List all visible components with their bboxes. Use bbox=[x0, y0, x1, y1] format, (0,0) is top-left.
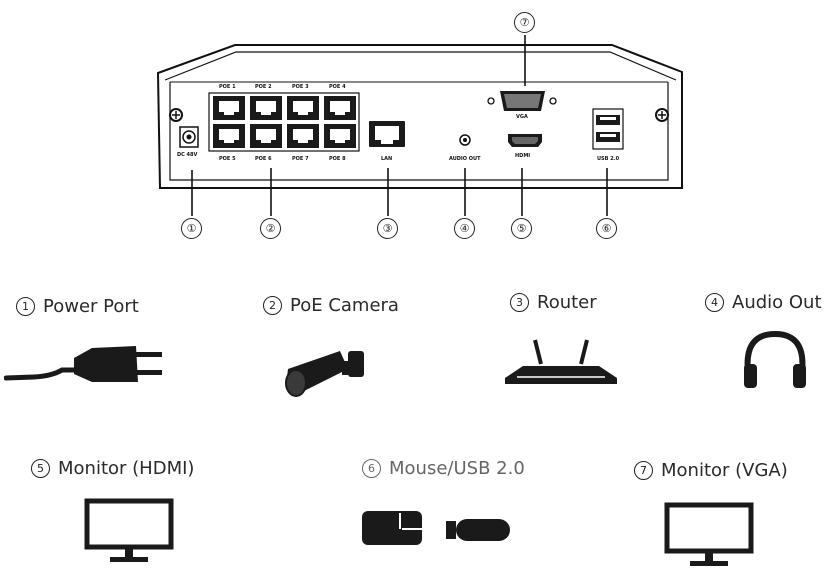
legend-label: Monitor (VGA) bbox=[661, 460, 788, 481]
legend-mouse-usb: 6 Mouse/USB 2.0 bbox=[362, 458, 525, 479]
legend-monitor-hdmi: 5 Monitor (HDMI) bbox=[31, 458, 194, 479]
usb-mouse-drive-icon bbox=[362, 511, 510, 545]
audio-out-label: AUDIO OUT bbox=[449, 156, 481, 162]
legend-number: 5 bbox=[31, 459, 50, 478]
monitor-hdmi-icon bbox=[84, 498, 174, 562]
rj45-socket-notch bbox=[261, 111, 271, 115]
rj45-socket-opening bbox=[219, 101, 239, 112]
poe-label: POE 2 bbox=[255, 84, 272, 90]
poe-label: POE 5 bbox=[219, 156, 236, 162]
lan-port-icon bbox=[369, 121, 405, 147]
audio-out-jack-icon bbox=[459, 134, 471, 146]
legend-label: Power Port bbox=[43, 296, 139, 317]
screw-right-icon bbox=[655, 108, 669, 122]
nvr-rear-panel bbox=[156, 35, 683, 216]
callout-4: ④ bbox=[454, 218, 475, 239]
callout-3: ③ bbox=[377, 218, 398, 239]
vga-port-icon bbox=[487, 91, 557, 111]
legend-number: 7 bbox=[634, 461, 653, 480]
legend-power-port: 1 Power Port bbox=[16, 296, 139, 317]
legend-monitor-vga: 7 Monitor (VGA) bbox=[634, 460, 788, 481]
legend-audio-out: 4 Audio Out bbox=[705, 292, 822, 313]
legend-label: Router bbox=[537, 292, 597, 313]
rj45-socket-notch bbox=[224, 111, 234, 115]
poe-label: POE 4 bbox=[329, 84, 346, 90]
callout-5: ⑤ bbox=[511, 218, 532, 239]
usb-label: USB 2.0 bbox=[597, 156, 620, 162]
callout-1: ① bbox=[181, 218, 202, 239]
poe-ports-icon bbox=[208, 92, 360, 152]
rj45-socket-notch bbox=[224, 139, 234, 143]
legend-label: Mouse/USB 2.0 bbox=[389, 458, 525, 479]
callout-6: ⑥ bbox=[596, 218, 617, 239]
legend-poe-camera: 2 PoE Camera bbox=[263, 295, 399, 316]
dc-power-jack-icon bbox=[179, 126, 199, 148]
callout-7: ⑦ bbox=[514, 12, 535, 33]
rj45-socket-opening bbox=[293, 129, 313, 140]
rj45-socket-opening bbox=[219, 129, 239, 140]
rj45-socket-opening bbox=[256, 129, 276, 140]
rj45-socket-opening bbox=[293, 101, 313, 112]
legend-label: PoE Camera bbox=[290, 295, 399, 316]
rj45-socket-notch bbox=[298, 139, 308, 143]
rj45-socket-notch bbox=[335, 111, 345, 115]
hdmi-port-icon bbox=[508, 134, 542, 147]
power-plug-icon bbox=[4, 346, 162, 382]
rj45-socket-notch bbox=[261, 139, 271, 143]
legend-router: 3 Router bbox=[510, 292, 597, 313]
legend-number: 2 bbox=[263, 296, 282, 315]
rj45-socket-opening bbox=[256, 101, 276, 112]
poe-camera-icon bbox=[285, 351, 364, 397]
legend-label: Audio Out bbox=[732, 292, 822, 313]
poe-label: POE 8 bbox=[329, 156, 346, 162]
lan-label: LAN bbox=[381, 156, 393, 162]
legend-number: 4 bbox=[705, 293, 724, 312]
rj45-socket-opening bbox=[330, 129, 350, 140]
legend-number: 1 bbox=[16, 297, 35, 316]
legend-number: 6 bbox=[362, 459, 381, 478]
rj45-socket-notch bbox=[335, 139, 345, 143]
monitor-vga-icon bbox=[664, 502, 754, 566]
router-icon bbox=[505, 339, 617, 384]
poe-label: POE 6 bbox=[255, 156, 272, 162]
callout-leader-lines bbox=[191, 35, 608, 216]
usb-ports-icon bbox=[592, 108, 624, 150]
vga-label: VGA bbox=[516, 114, 528, 120]
rj45-socket-notch bbox=[298, 111, 308, 115]
nvr-chassis bbox=[156, 44, 683, 189]
callout-2: ② bbox=[260, 218, 281, 239]
poe-label: POE 3 bbox=[292, 84, 309, 90]
headphones-icon bbox=[744, 330, 806, 388]
legend-label: Monitor (HDMI) bbox=[58, 458, 195, 479]
poe-label: POE 1 bbox=[219, 84, 236, 90]
dc-label: DC 48V bbox=[177, 152, 198, 158]
legend-number: 3 bbox=[510, 293, 529, 312]
hdmi-label: HDMI bbox=[515, 153, 531, 159]
rj45-socket-opening bbox=[330, 101, 350, 112]
poe-label: POE 7 bbox=[292, 156, 309, 162]
screw-left-icon bbox=[169, 108, 183, 122]
